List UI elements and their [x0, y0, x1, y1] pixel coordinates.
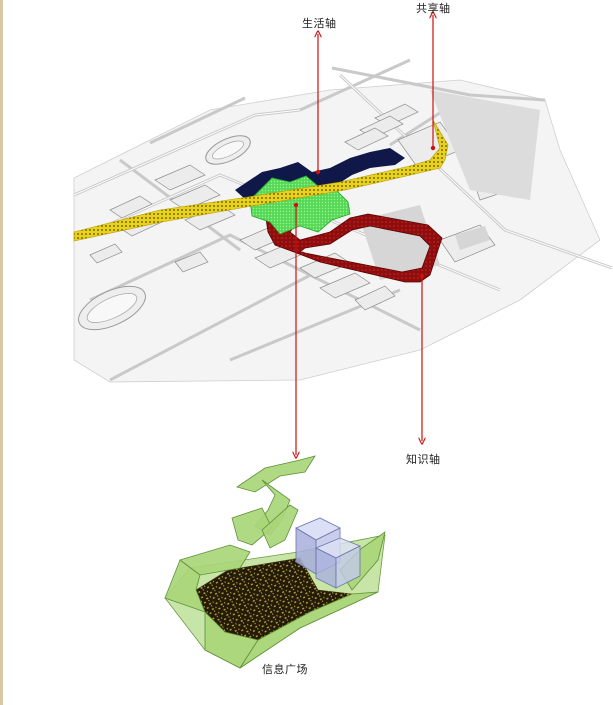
life-axis-label: 生活轴	[302, 17, 337, 30]
info-plaza-label: 信息广场	[262, 663, 308, 676]
glass-volume	[295, 517, 361, 589]
info-plaza-model	[164, 455, 386, 669]
left-border-strip	[0, 0, 3, 705]
share-axis-band	[73, 119, 449, 242]
axis-callout-arrows	[294, 15, 435, 455]
campus-model	[73, 58, 613, 383]
knowledge-axis-loop	[264, 204, 443, 283]
share-axis-label: 共享轴	[416, 2, 451, 15]
knowledge-axis-label: 知识轴	[406, 453, 441, 466]
